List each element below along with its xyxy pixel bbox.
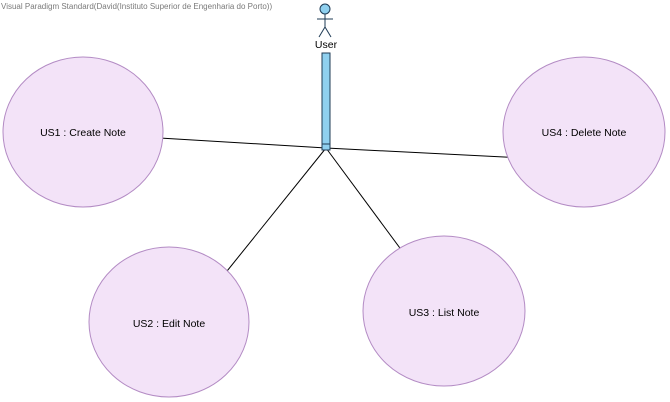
use-case-us4-shape[interactable] — [502, 56, 666, 208]
activation-bar-end — [321, 143, 331, 151]
association-us4[interactable] — [325, 147, 544, 160]
association-us1[interactable] — [142, 136, 327, 149]
use-case-us4-label: US4 : Delete Note — [542, 127, 627, 139]
actor-head-icon — [319, 3, 331, 15]
use-case-us1[interactable]: US1 : Create Note — [2, 56, 164, 208]
association-us2[interactable] — [214, 147, 327, 287]
actor-user[interactable] — [317, 3, 333, 38]
use-case-us3[interactable]: US3 : List Note — [362, 235, 526, 387]
use-case-us2[interactable]: US2 : Edit Note — [88, 246, 250, 398]
actor-activation-bar[interactable] — [321, 52, 331, 149]
use-case-us3-shape[interactable] — [362, 235, 526, 387]
use-case-us2-shape[interactable] — [88, 246, 250, 398]
actor-label: User — [315, 39, 338, 51]
use-case-us1-shape[interactable] — [2, 56, 164, 208]
use-case-us3-label: US3 : List Note — [409, 307, 480, 319]
use-case-us1-label: US1 : Create Note — [40, 127, 126, 139]
actor-leg-left — [318, 26, 326, 38]
watermark-text: Visual Paradigm Standard(David(Instituto… — [1, 2, 273, 11]
use-case-us2-label: US2 : Edit Note — [133, 318, 206, 330]
use-case-us4[interactable]: US4 : Delete Note — [502, 56, 666, 208]
actor-leg-right — [324, 26, 332, 38]
